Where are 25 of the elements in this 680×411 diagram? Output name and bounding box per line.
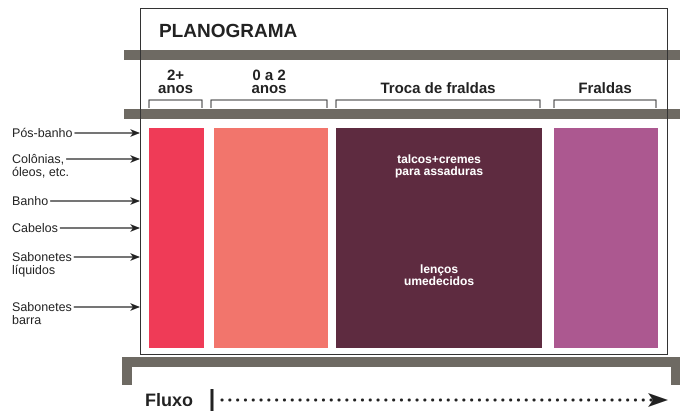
product-block <box>214 128 328 348</box>
arrow <box>74 129 140 137</box>
shelf-label: Sabonetes líquidos <box>12 251 78 277</box>
column-header: 2+ anos <box>156 69 194 95</box>
shelf-label: Pós-banho <box>12 127 78 140</box>
block-text: lenços umedecidos <box>402 263 476 287</box>
column-header: Troca de fraldas <box>379 82 497 95</box>
shelf-label: Colônias, óleos, etc. <box>12 153 78 179</box>
flow-label: Fluxo <box>145 390 193 411</box>
shelf-label: Banho <box>12 195 78 208</box>
planogram-title: PLANOGRAMA <box>159 21 298 43</box>
planogram-frame <box>140 8 668 355</box>
product-block <box>149 128 204 348</box>
product-block <box>554 128 658 348</box>
shelf-label: Sabonetes barra <box>12 301 78 327</box>
column-header: 0 a 2 anos <box>250 69 288 95</box>
arrow <box>66 155 140 163</box>
product-block <box>336 128 542 348</box>
arrow <box>60 224 140 232</box>
arrow <box>74 303 140 311</box>
column-header: Fraldas <box>577 82 633 95</box>
arrow <box>74 253 140 261</box>
shelf-label: Cabelos <box>12 222 78 235</box>
block-text: talcos+cremes para assaduras <box>394 153 484 177</box>
arrow <box>50 197 140 205</box>
